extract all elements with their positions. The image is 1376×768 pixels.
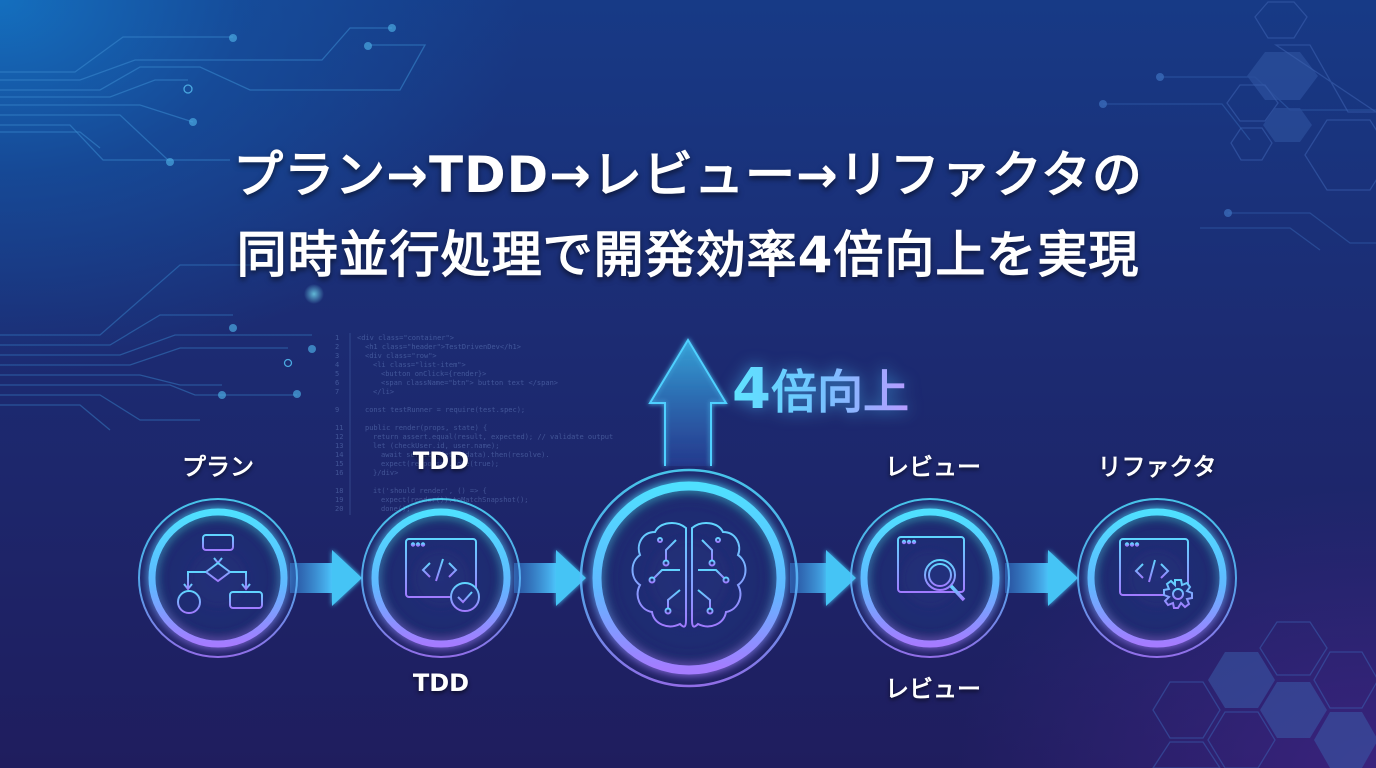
code-window-gear-icon: [1119, 538, 1193, 609]
svg-text:5: 5: [335, 370, 339, 378]
circuit-dots-right: [1099, 73, 1232, 217]
boost-number: 4: [732, 357, 771, 422]
svg-text:11: 11: [335, 424, 343, 432]
svg-text:public render(props, state) {: public render(props, state) {: [365, 424, 487, 432]
svg-text:<li class="list-item">: <li class="list-item">: [373, 361, 466, 369]
circuit-dots-mid-left: [218, 284, 324, 399]
svg-text:18: 18: [335, 487, 343, 495]
svg-text:15: 15: [335, 460, 343, 468]
up-arrow-boost: [648, 338, 728, 466]
svg-text:await service.fetch(data).then: await service.fetch(data).then(resolve).: [381, 451, 550, 459]
svg-text:9: 9: [335, 406, 339, 414]
step-label-plan-top: プラン: [182, 453, 254, 481]
step-label-refactor-top: リファクタ: [1097, 453, 1217, 481]
svg-text:16: 16: [335, 469, 343, 477]
svg-text:</li>: </li>: [373, 388, 394, 396]
svg-text:<div class="row">: <div class="row">: [365, 352, 437, 360]
code-window-check-icon: [405, 538, 480, 612]
title-line-1: プラン→TDD→レビュー→リファクタの: [233, 146, 1143, 204]
step-review-node: [850, 498, 1010, 658]
circuit-dots-top-left: [166, 24, 396, 166]
code-review-magnifier-icon: [897, 536, 966, 602]
arrow-review-to-refactor: [1005, 550, 1078, 606]
svg-text:4: 4: [335, 361, 339, 369]
step-label-review-top: レビュー: [885, 453, 981, 481]
svg-text:6: 6: [335, 379, 339, 387]
svg-text:return assert.equal(result, ex: return assert.equal(result, expected); /…: [373, 433, 613, 441]
svg-text:3: 3: [335, 352, 339, 360]
svg-text:<h1 class="header">TestDrivenD: <h1 class="header">TestDrivenDev</h1>: [365, 343, 521, 351]
svg-text:1: 1: [335, 334, 339, 342]
arrow-plan-to-tdd: [290, 550, 362, 606]
boost-label: 4倍向上: [732, 356, 909, 422]
step-label-review-bottom: レビュー: [885, 675, 981, 703]
svg-text:const testRunner = require(tes: const testRunner = require(test.spec);: [365, 406, 525, 414]
svg-text:<button onClick={render}>: <button onClick={render}>: [381, 370, 486, 378]
step-plan-node: [138, 498, 298, 658]
svg-text:it('should render', () => {: it('should render', () => {: [373, 487, 487, 495]
svg-text:done();: done();: [381, 505, 411, 513]
title-line-2: 同時並行処理で開発効率4倍向上を実現: [236, 226, 1140, 284]
svg-text:19: 19: [335, 496, 343, 504]
svg-text:}/div>: }/div>: [373, 469, 398, 477]
svg-text:2: 2: [335, 343, 339, 351]
circuit-lines-top-left: [0, 27, 427, 161]
svg-text:13: 13: [335, 442, 343, 450]
svg-text:14: 14: [335, 451, 343, 459]
step-label-tdd-top: TDD: [412, 447, 470, 475]
circuit-lines-mid-left: [0, 264, 312, 431]
brain-circuit-icon: [631, 522, 747, 628]
svg-text:20: 20: [335, 505, 343, 513]
flowchart-icon: [177, 534, 263, 614]
code-snippet-background: 1 <div class="container"> 2 <h1 class="hea…: [335, 333, 613, 515]
step-tdd-node: [361, 498, 521, 658]
svg-text:expect(response).toBe(true);: expect(response).toBe(true);: [381, 460, 499, 468]
step-core-node: [579, 468, 799, 688]
arrow-tdd-to-core: [514, 550, 586, 606]
svg-text:<div class="container">: <div class="container">: [357, 334, 454, 342]
svg-text:<span className="btn"> button: <span className="btn"> button text </spa…: [381, 379, 558, 387]
svg-text:12: 12: [335, 433, 343, 441]
boost-text: 倍向上: [770, 365, 909, 419]
arrow-core-to-review: [790, 550, 856, 606]
step-label-tdd-bottom: TDD: [412, 669, 470, 697]
svg-text:let (checkUser.id, user.name);: let (checkUser.id, user.name);: [373, 442, 499, 450]
hexagons-top-right: [1226, 1, 1376, 191]
hexagons-bottom-right: [1152, 621, 1376, 768]
svg-text:7: 7: [335, 388, 339, 396]
step-refactor-node: [1077, 498, 1237, 658]
